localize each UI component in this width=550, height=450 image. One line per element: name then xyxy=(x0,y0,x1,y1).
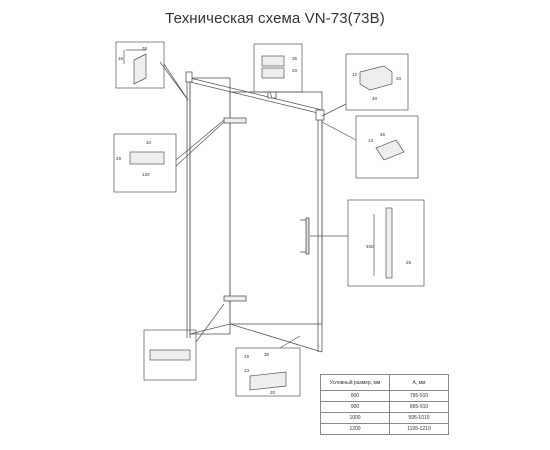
callout-top-clip xyxy=(253,43,303,93)
dim-bottom-seal-c: 20 xyxy=(270,390,276,395)
dim-hinge-top-b: 16 xyxy=(118,56,124,61)
table-row: 1200 1195-1210 xyxy=(320,423,449,435)
dim-wall-profile-b: 20 xyxy=(396,76,402,81)
table-cell-size: 800 xyxy=(320,390,390,402)
top-stabilizer-bar xyxy=(189,77,323,111)
dim-mid-hinge-a: 29 xyxy=(116,156,122,161)
callout-right-clip xyxy=(355,115,419,179)
callout-mid-hinge xyxy=(113,133,177,193)
dim-mid-hinge-b: 120 xyxy=(142,172,150,177)
size-table-header: Условный размер, мм А, мм xyxy=(320,374,449,391)
dim-right-clip-a: 45 xyxy=(380,132,386,137)
lower-hinge xyxy=(223,295,247,302)
header-nominal-size: Условный размер, мм xyxy=(320,374,390,391)
callout-bottom-left xyxy=(143,329,197,381)
upper-hinge xyxy=(223,117,247,124)
bottom-threshold xyxy=(229,323,323,353)
table-row: 1000 995-1010 xyxy=(320,412,449,424)
size-table: Условный размер, мм А, мм 800 795-910 90… xyxy=(320,374,449,435)
table-cell-size: 1200 xyxy=(320,423,390,435)
table-cell-range: 795-910 xyxy=(389,390,449,402)
table-cell-range: 1195-1210 xyxy=(389,423,449,435)
table-cell-size: 900 xyxy=(320,401,390,413)
dim-bottom-seal-b: 35 xyxy=(264,352,270,357)
dim-hinge-top-a: 38 xyxy=(142,46,148,51)
table-row: 800 795-910 xyxy=(320,390,449,402)
dim-wall-profile-c: 12 xyxy=(352,72,358,77)
callout-top-left xyxy=(115,41,165,89)
dim-handle-b: 25 xyxy=(406,260,412,265)
dim-top-clip-a: 35 xyxy=(292,56,298,61)
table-cell-size: 1000 xyxy=(320,412,390,424)
page-title: Техническая схема VN-73(73B) xyxy=(165,10,385,27)
door-handle xyxy=(305,217,310,255)
dim-wall-profile-a: 40 xyxy=(372,96,378,101)
table-row: 900 895-910 xyxy=(320,401,449,413)
dim-right-clip-b: 14 xyxy=(368,138,374,143)
table-cell-range: 895-910 xyxy=(389,401,449,413)
dim-top-clip-b: 20 xyxy=(292,68,298,73)
callout-handle xyxy=(347,199,425,287)
callout-bottom-seal xyxy=(235,347,301,397)
dim-bottom-seal-d: 13 xyxy=(244,368,250,373)
callout-wall-profile xyxy=(345,53,409,111)
header-a: А, мм xyxy=(389,374,449,391)
table-cell-range: 995-1010 xyxy=(389,412,449,424)
door-glass-panel xyxy=(229,91,323,325)
dim-mid-hinge-c: 10 xyxy=(146,140,152,145)
dim-handle-a: 450 xyxy=(366,244,374,249)
dim-bottom-seal-a: 19 xyxy=(244,354,250,359)
